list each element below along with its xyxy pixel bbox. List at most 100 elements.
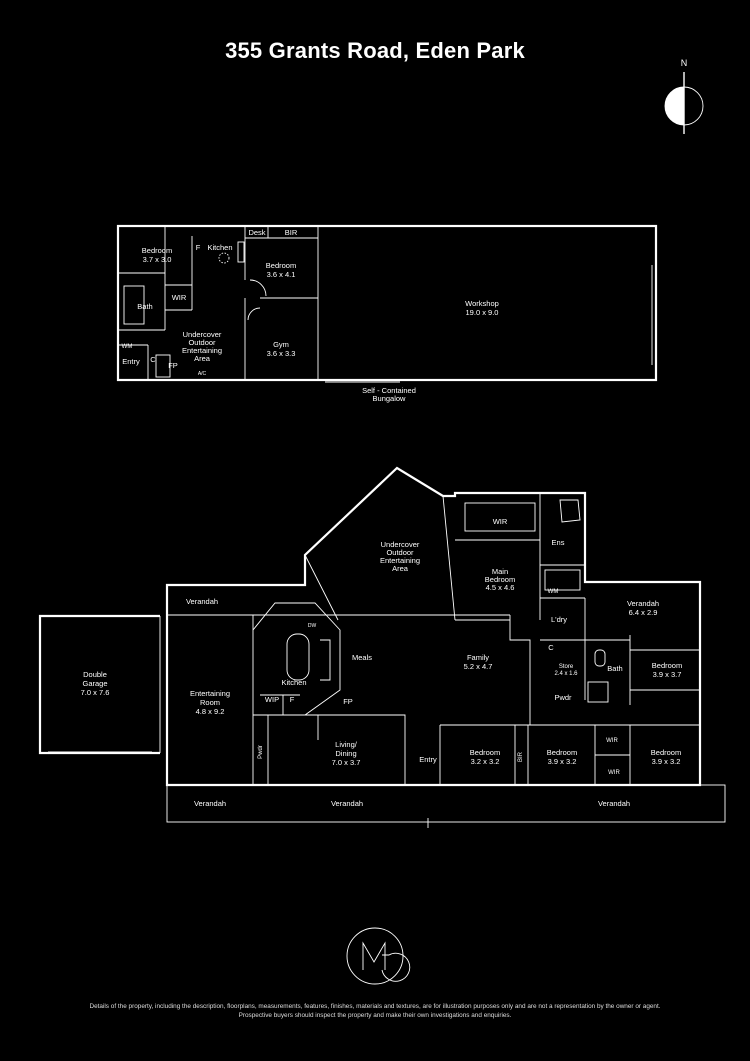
room-label: Main [492,567,508,576]
room-label: C [150,355,156,364]
room-label: 3.9 x 3.7 [653,670,682,679]
room-label: Bedroom [470,748,500,757]
room-label: Bedroom [547,748,577,757]
room-label: Bedroom [142,246,172,255]
room-label: Pwdr [258,745,264,759]
room-label: 3.9 x 3.2 [548,757,577,766]
room-label: WIR [606,738,618,744]
room-label: WIR [172,293,187,302]
room-label: Room [200,698,220,707]
room-label: 6.4 x 2.9 [629,608,658,617]
room-label: 3.6 x 3.3 [267,349,296,358]
room-label: L'dry [551,615,567,624]
disclaimer: Details of the property, including the d… [20,1003,730,1020]
room-label: Entertaining [190,689,230,698]
room-label: F [290,695,295,704]
room-label: Desk [248,228,265,237]
room-label: 7.0 x 7.6 [81,688,110,697]
room-label: 5.2 x 4.7 [464,662,493,671]
room-label: 19.0 x 9.0 [466,308,499,317]
room-label: Bath [137,302,152,311]
room-label: Entry [122,357,140,366]
room-label: BIR [285,228,298,237]
room-label: 7.0 x 3.7 [332,758,361,767]
room-label: Self - Contained [362,386,416,395]
room-label: BIR [518,751,524,762]
room-label: DW [308,623,317,629]
room-label: Workshop [465,299,499,308]
room-label: F [196,243,201,252]
room-label: Verandah [627,599,659,608]
room-label: Verandah [598,799,630,808]
room-label: Meals [352,653,372,662]
room-label: 3.6 x 4.1 [267,270,296,279]
room-label: WIR [608,770,620,776]
room-label: Verandah [194,799,226,808]
room-label: 3.2 x 3.2 [471,757,500,766]
room-label: WIR [493,517,508,526]
room-label: Area [392,564,409,573]
room-label: Outdoor [188,338,216,347]
room-label: Bedroom [485,575,515,584]
room-label: Bungalow [373,394,407,403]
room-label: Family [467,653,489,662]
room-label: Undercover [381,540,420,549]
room-label: Ens [552,538,565,547]
room-label: WIP [265,695,279,704]
room-label: Kitchen [281,678,306,687]
page-title: 355 Grants Road, Eden Park [225,38,525,63]
room-label: 3.7 x 3.0 [143,255,172,264]
room-label: A/C [198,371,207,377]
room-label: Bedroom [651,748,681,757]
room-label: Area [194,354,211,363]
room-label: Verandah [186,597,218,606]
room-label: Garage [82,679,107,688]
room-label: 3.9 x 3.2 [652,757,681,766]
room-label: Verandah [331,799,363,808]
room-label: Entertaining [182,346,222,355]
room-label: Store [559,664,574,670]
room-label: Bedroom [266,261,296,270]
room-label: FP [343,697,353,706]
compass-icon: N [664,58,704,134]
room-label: Pwdr [554,693,572,702]
room-label: Entertaining [380,556,420,565]
mg-logo: MG [346,927,411,985]
room-label: Bedroom [652,661,682,670]
disclaimer-line-2: Prospective buyers should inspect the pr… [238,1011,512,1019]
room-label: Dining [335,749,356,758]
disclaimer-line-1: Details of the property, including the d… [89,1003,661,1010]
room-label: 2.4 x 1.6 [554,671,578,677]
room-label: Bath [607,664,622,673]
room-label: 4.8 x 9.2 [196,707,225,716]
room-label: Outdoor [386,548,414,557]
north-label: N [681,58,688,68]
room-label: WM [122,344,133,350]
room-label: Living/ [335,740,358,749]
room-label: Entry [419,755,437,764]
room-label: Double [83,670,107,679]
room-label: FP [168,361,178,370]
room-label: Undercover [183,330,222,339]
room-label: 4.5 x 4.6 [486,583,515,592]
